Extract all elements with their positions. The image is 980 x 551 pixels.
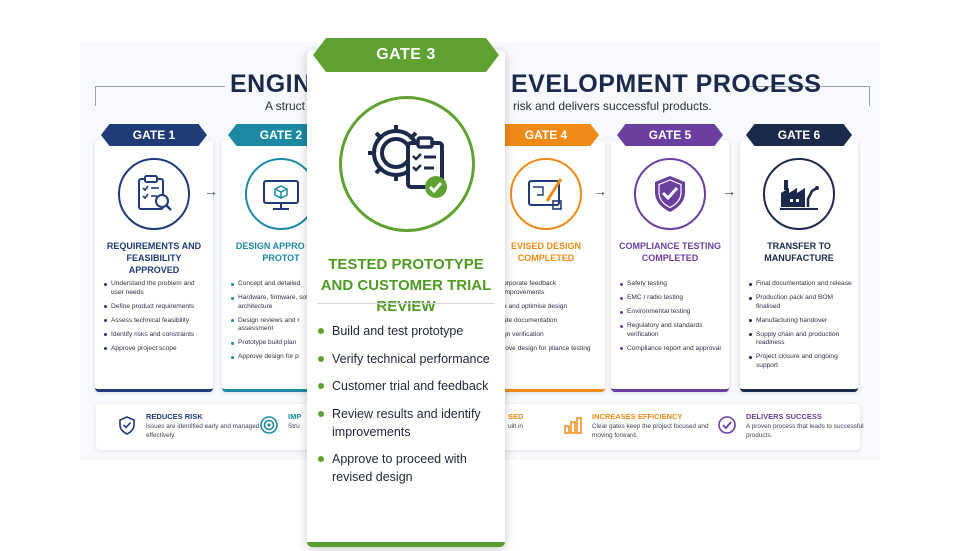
benefit-text: Issues are identified early and managed … xyxy=(146,423,260,439)
gate-4-tab: GATE 4 xyxy=(493,124,599,146)
gate-3-tab: GATE 3 xyxy=(313,38,499,72)
gate-6-column: GATE 6 TRANSFER TO MANUFACTURE Final doc… xyxy=(740,124,858,394)
gear-checklist-icon xyxy=(339,96,475,232)
benefit-title: IMP xyxy=(288,412,302,421)
shield-check-icon xyxy=(116,414,138,436)
list-item: rove design for pliance testing xyxy=(495,345,599,354)
main-title-right: EVELOPMENT PROCESS xyxy=(511,70,822,98)
list-item: EMC / radio testing xyxy=(619,294,723,303)
arrow-right-icon: → xyxy=(722,183,736,199)
arrow-right-icon: → xyxy=(204,183,218,199)
list-item: Production pack and BOM finalised xyxy=(748,294,852,311)
shield-check-icon xyxy=(634,158,706,230)
list-item: gn verification xyxy=(495,331,599,340)
list-item: Compliance report and approval xyxy=(619,345,723,354)
benefit-quality: SED uilt in xyxy=(480,410,550,444)
gate-4-list: orporate feedback improvements e and opt… xyxy=(495,280,599,359)
list-item: Approve project scope xyxy=(103,345,207,354)
check-circle-icon xyxy=(716,414,738,436)
list-item: orporate feedback improvements xyxy=(495,280,599,297)
title-bracket-right xyxy=(745,86,870,106)
target-icon xyxy=(258,414,280,436)
gate-5-title: COMPLIANCE TESTING COMPLETED xyxy=(618,241,721,263)
list-item: Manufacturing handover xyxy=(748,317,852,326)
blueprint-pencil-icon xyxy=(510,158,582,230)
arrow-right-icon: → xyxy=(593,183,607,199)
list-item: Supply chain and production readiness xyxy=(748,331,852,348)
benefit-title: INCREASES EFFICIENCY xyxy=(592,412,683,421)
list-item: Build and test prototype xyxy=(318,322,500,340)
title-bracket-left xyxy=(95,86,225,106)
gate-2-title: DESIGN APPRO FOR PROTOT xyxy=(235,241,327,263)
list-item: Design reviews and r assessment xyxy=(230,317,334,334)
list-item: Verify technical performance xyxy=(318,350,500,368)
list-item: Project closure and ongoing support xyxy=(748,353,852,370)
benefit-title: SED xyxy=(508,412,524,421)
gate-3-title: TESTED PROTOTYPE AND CUSTOMER TRIAL REVI… xyxy=(320,256,492,315)
gate-6-tab: GATE 6 xyxy=(746,124,852,146)
benefit-improves: IMP Stru xyxy=(258,410,308,444)
list-item: Concept and detailed xyxy=(230,280,334,289)
gate-6-list: Final documentation and release Producti… xyxy=(748,280,852,376)
list-item: Safety testing xyxy=(619,280,723,289)
subtitle-right: risk and delivers successful products. xyxy=(513,99,712,113)
gate-5-list: Safety testing EMC / radio testing Envir… xyxy=(619,280,723,359)
gate-5-tab: GATE 5 xyxy=(617,124,723,146)
gate-6-title: TRANSFER TO MANUFACTURE xyxy=(764,241,834,263)
benefit-text: Clear gates keep the project focused and… xyxy=(592,423,709,439)
gate-4-title: EVISED DESIGN COMPLETED xyxy=(510,241,582,263)
list-item: Hardware, firmware, software architectur… xyxy=(230,294,334,311)
benefit-text: A proven process that leads to successfu… xyxy=(746,423,864,439)
list-item: Environmental testing xyxy=(619,308,723,317)
gate-1-title: REQUIREMENTS AND FEASIBILITY APPROVED xyxy=(106,241,202,275)
gate-1-list: Understand the problem and user needs De… xyxy=(103,280,207,359)
benefit-delivers-success: DELIVERS SUCCESS A proven process that l… xyxy=(716,410,864,444)
subtitle-left: A struct xyxy=(265,99,306,113)
bar-chart-icon xyxy=(562,414,584,436)
list-item: Assess technical feasibility xyxy=(103,317,207,326)
gate-3-list: Build and test prototype Verify technica… xyxy=(318,322,500,496)
gate-4-column: GATE 4 EVISED DESIGN COMPLETED orporate … xyxy=(487,124,605,394)
list-item: Prototype build plan xyxy=(230,339,334,348)
list-item: Approve to proceed with revised design xyxy=(318,450,500,486)
benefit-title: DELIVERS SUCCESS xyxy=(746,412,822,421)
list-item: Review results and identify improvements xyxy=(318,405,500,441)
benefit-title: REDUCES RISK xyxy=(146,412,203,421)
benefit-reduces-risk: REDUCES RISK Issues are identified early… xyxy=(116,410,259,444)
monitor-cube-icon xyxy=(245,158,317,230)
list-item: Final documentation and release xyxy=(748,280,852,289)
list-item: Understand the problem and user needs xyxy=(103,280,207,297)
benefit-increases-efficiency: INCREASES EFFICIENCY Clear gates keep th… xyxy=(562,410,709,444)
divider xyxy=(317,303,495,304)
gate-1-column: GATE 1 REQUIREMENTS AND FEASIBILITY APPR… xyxy=(95,124,213,394)
list-item: Regulatory and standards verification xyxy=(619,322,723,339)
clipboard-magnifier-icon xyxy=(118,158,190,230)
list-item: Approve design for p xyxy=(230,353,334,362)
list-item: Customer trial and feedback xyxy=(318,377,500,395)
gate-2-list: Concept and detailed Hardware, firmware,… xyxy=(230,280,334,367)
list-item: e and optimise design xyxy=(495,303,599,312)
benefit-text: uilt in xyxy=(508,423,523,430)
gate-1-tab: GATE 1 xyxy=(101,124,207,146)
gate-5-column: GATE 5 COMPLIANCE TESTING COMPLETED Safe… xyxy=(611,124,729,394)
list-item: Define product requirements xyxy=(103,303,207,312)
list-item: ate documentation xyxy=(495,317,599,326)
benefit-text: Stru xyxy=(288,423,300,430)
list-item: Identify risks and constraints xyxy=(103,331,207,340)
factory-robot-icon xyxy=(763,158,835,230)
